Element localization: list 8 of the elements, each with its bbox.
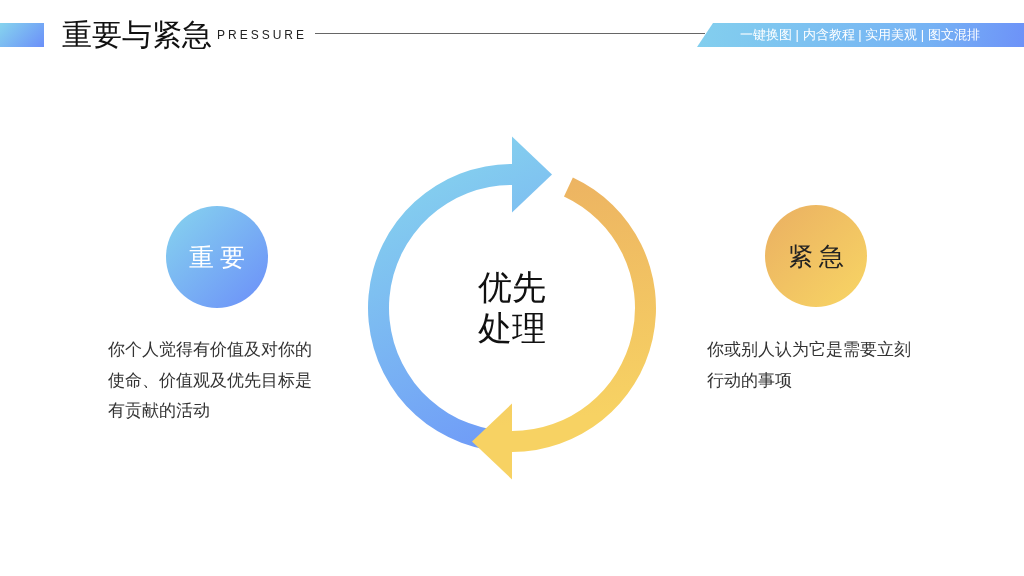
subtitle-text: PRESSURE (217, 27, 308, 43)
topic-circle: 重 要 (166, 206, 268, 308)
tagline-banner: 一键换图 | 内含教程 | 实用美观 | 图文混排 (697, 23, 1024, 47)
slide-title: 重要与紧急 (62, 17, 212, 53)
description-text: 你个人觉得有价值及对你的使命、价值观及优先目标是有贡献的活动 (108, 339, 313, 422)
topic-circle: 紧 急 (765, 205, 867, 307)
description-text: 你或别人认为它是需要立刻行动的事项 (707, 339, 912, 392)
center-label: 优先处理 (477, 267, 547, 349)
